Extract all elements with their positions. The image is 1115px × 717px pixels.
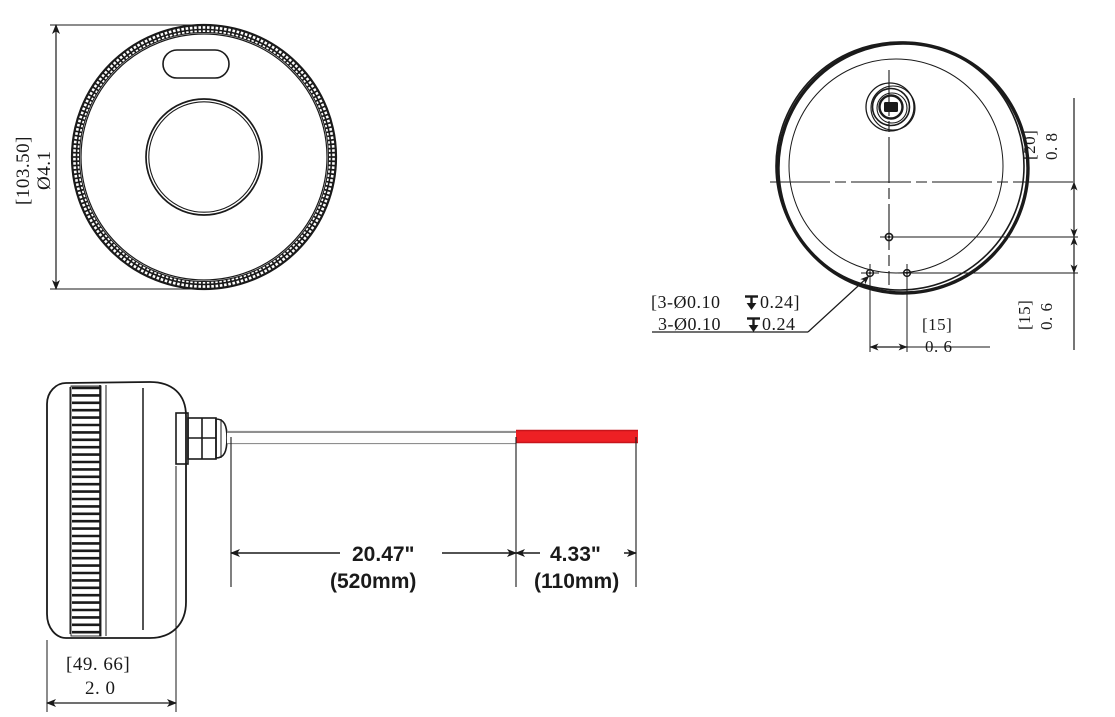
svg-text:3-Ø0.10: 3-Ø0.10 [658, 314, 721, 334]
back-view-dim-bottom-bracket: [15] [922, 315, 952, 334]
back-view-dim-lower-value: 0. 6 [1037, 303, 1056, 331]
back-view-hole-callout-leader [652, 275, 870, 333]
callout-line1-suffix: 0.24] [760, 292, 800, 312]
back-view-bottom-dim [869, 276, 990, 352]
side-view-rib-band [70, 385, 102, 637]
svg-text:[3-Ø0.10: [3-Ø0.10 [651, 292, 721, 312]
side-view-depth-bracket: [49. 66] [66, 654, 130, 675]
front-view-dim-bracket: [103.50] [13, 136, 34, 205]
side-view-depth-value: 2. 0 [85, 678, 116, 699]
back-view-dim-upper-value: 0. 8 [1042, 133, 1061, 161]
depth-symbol-icon-2 [747, 317, 760, 332]
side-view-cable-length-mm: (520mm) [330, 570, 416, 593]
back-view-outer-rim [776, 41, 1030, 295]
front-view-dim-value: Ø4.1 [34, 151, 55, 190]
side-view-cable-gland [175, 412, 228, 465]
front-view-diameter-dimension [50, 24, 210, 290]
callout-line2-suffix: 0.24 [762, 314, 796, 334]
side-view-depth-dim [46, 466, 177, 712]
depth-symbol-icon-1 [745, 295, 758, 310]
side-view-cable-dim [230, 437, 637, 587]
svg-text:0.24]: 0.24] [760, 292, 800, 312]
back-view-hole-callout-text: [3-Ø0.10 0.24] 3-Ø0.10 [651, 292, 800, 334]
side-view-cable-red-mm: (110mm) [534, 570, 619, 593]
back-view-dim-lower-bracket: [15] [1015, 300, 1034, 330]
callout-line2-prefix: 3-Ø0.10 [658, 314, 721, 334]
back-view-inner-circle [788, 58, 1004, 274]
front-view-oval-slot [162, 49, 230, 79]
side-view-group: 20.47" (520mm) 4.33" (110mm) [49. 66] 2.… [46, 381, 638, 712]
front-view-body-circle [80, 33, 328, 281]
back-view-dim-bottom-value: 0. 6 [925, 337, 953, 356]
back-view-outer-rim-inner [775, 41, 1025, 291]
svg-text:0.24: 0.24 [762, 314, 796, 334]
back-view-group: [20] 0. 8 [15] 0. 6 [15] 0. 6 [3-Ø0.10 [651, 41, 1078, 356]
front-view-knurled-band [70, 23, 338, 291]
back-view-mounting-holes [861, 232, 1078, 282]
back-view-dim-upper-bracket: [20] [1020, 130, 1039, 160]
front-view-lens [145, 98, 263, 216]
side-view-cable-red-inches: 4.33" [550, 543, 601, 566]
side-view-body-outline [46, 381, 187, 639]
side-view-cable-red [516, 429, 638, 444]
front-view-group: [103.50] Ø4.1 [13, 23, 338, 291]
side-view-cable-grey [227, 430, 516, 445]
side-view-cable-length-inches: 20.47" [352, 543, 415, 566]
back-view-hub [865, 82, 916, 132]
callout-line1-prefix: [3-Ø0.10 [651, 292, 721, 312]
